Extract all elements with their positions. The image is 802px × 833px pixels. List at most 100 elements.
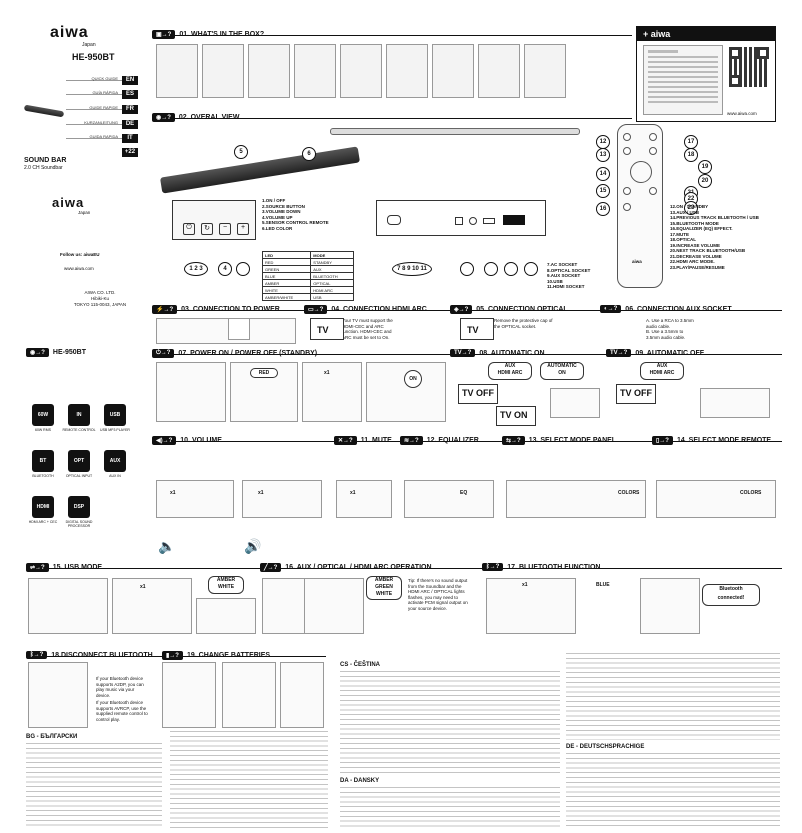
remote-item: 20.NEXT TRACK BLUETOOTH/USB: [670, 248, 746, 253]
aux-socket[interactable]: [469, 217, 477, 225]
ac-socket[interactable]: [387, 215, 401, 225]
press-count: x1: [522, 582, 528, 588]
rear-item: 7.AC SOCKET: [547, 262, 578, 267]
panel-icon: ⇆→?: [502, 435, 525, 445]
remote-callout: 13: [596, 148, 610, 162]
lang-tab-de[interactable]: DE: [122, 120, 138, 129]
auto-off-source: AUX HDMI ARC: [640, 362, 684, 380]
led-table-cell: RED: [261, 258, 312, 266]
soundbar-front: [330, 128, 580, 135]
usb-play: [196, 598, 256, 634]
remote-aux-button[interactable]: [623, 147, 631, 155]
disconnect-note-b: If your Bluetooth device supports AVRCP,…: [96, 700, 148, 722]
da-body: [340, 786, 560, 830]
optical-socket[interactable]: [455, 217, 463, 225]
eq-label: EQ: [460, 490, 468, 496]
select-panel-step: [506, 480, 646, 518]
remote-mute-button[interactable]: [649, 133, 657, 141]
section-16-header: ╱→?16. AUX / OPTICAL / HDMI ARC OPERATIO…: [260, 561, 432, 573]
remote-brand: aiwa: [632, 259, 642, 264]
remote-eq-button[interactable]: [623, 203, 631, 211]
model-tag: ◉→? HE-950BT: [26, 346, 86, 358]
aux-icon: ◐→?: [600, 305, 622, 313]
lang-tab-fr[interactable]: FR: [122, 105, 138, 114]
follow-url: www.aiwa.com: [64, 266, 94, 271]
section-18-header: ᛒ→?18.DISCONNECT BLUETOOTH: [26, 649, 153, 661]
tv-icon: TV: [460, 318, 494, 340]
source-button[interactable]: ↻: [201, 223, 213, 235]
callout-4b: [236, 262, 250, 276]
section-19-header: ▮→?19. CHANGE BATTERIES: [162, 649, 270, 661]
press-count: x1: [140, 584, 146, 590]
batteries-item: [248, 44, 290, 98]
blue-label: BLUE: [596, 582, 610, 588]
led-red-label: RED: [250, 368, 278, 378]
lang-tab-it[interactable]: IT: [122, 134, 138, 143]
disconnect-note-a: If your Bluetooth device supports A2DP, …: [96, 676, 144, 698]
bt-disconnect-step: [28, 662, 88, 728]
hdmi-socket[interactable]: [503, 215, 525, 225]
eq-step: [404, 480, 494, 518]
remote-callout: 16: [596, 202, 610, 216]
qr-code[interactable]: [729, 47, 769, 87]
box-icon: ▣→?: [152, 29, 176, 39]
template-item: [340, 44, 382, 98]
lang-tab-en[interactable]: EN: [122, 76, 138, 85]
section-05-header: ◈→?05. CONNECTION OPTICAL: [450, 303, 568, 315]
remote-item: 12.ON / STANDBY: [670, 204, 709, 209]
site-url[interactable]: www.aiwa.com: [727, 111, 757, 116]
led-table-cell: WHITE: [261, 286, 312, 294]
wall-bracket-item: [386, 44, 428, 98]
callout-6: 6: [302, 147, 316, 161]
manual-preview: [643, 45, 723, 115]
power-button[interactable]: ⏻: [183, 223, 195, 235]
bg-body: [26, 742, 162, 830]
feature-icon: HDMI: [32, 496, 54, 518]
led-table-cell: AMBER: [261, 279, 312, 287]
auto-on-soundbar: [550, 388, 600, 418]
remote-optical-button[interactable]: [649, 147, 657, 155]
address-line: Hibiki-Ku: [90, 296, 109, 301]
remote-power-button[interactable]: [623, 133, 631, 141]
speaker-loud-icon: 🔊: [244, 538, 262, 554]
lang-tab-more[interactable]: +22: [122, 148, 138, 157]
remote-hdmi-button[interactable]: [649, 187, 657, 195]
remote-icon: ▯→?: [652, 435, 673, 445]
remote-dpad[interactable]: [630, 161, 652, 183]
lang-label: GUIDE RAPIDE: [89, 105, 118, 110]
lang-label: GUIDA RAPIDA: [89, 134, 118, 139]
aux-note: A. Use a RCA to 3.5mm audio cable. B. Us…: [646, 318, 694, 340]
bt-disconnect-icon: ᛒ→?: [26, 651, 48, 659]
feature-icon: BT: [32, 450, 54, 472]
cs-title: CS - ČEŠTINA: [340, 662, 381, 668]
select-remote-step: [656, 480, 776, 518]
remote-callout: 14: [596, 167, 610, 181]
remote-item: 13.AUX / USB: [670, 209, 700, 215]
led-table-cell: AUX: [310, 265, 354, 273]
usb-socket[interactable]: [483, 218, 495, 224]
remote-bt-button[interactable]: [623, 187, 631, 195]
callout-5: 5: [234, 145, 248, 159]
remote-item: 15.BLUETOOTH MODE: [670, 220, 719, 226]
speaker-icon: 🔈: [158, 538, 176, 554]
panel-item: 6.LED COLOR: [262, 225, 293, 231]
product-name: SOUND BAR: [24, 157, 67, 164]
volume-down-button[interactable]: −: [219, 223, 231, 235]
lang-tab-es[interactable]: ES: [122, 90, 138, 99]
panel-item: 4.VOLUME UP: [262, 214, 293, 220]
hdmi-note: Your TV must support the HDMI-CEC and AR…: [342, 318, 393, 340]
callout-4: 4: [218, 262, 232, 276]
volume-up-button[interactable]: +: [237, 223, 249, 235]
follow-text: Follow us: aiwaEU: [60, 252, 100, 257]
manual-item: [524, 44, 566, 98]
hdmi-icon: ▭→?: [304, 304, 328, 314]
product-subtitle: 2.0 CH Soundbar: [24, 165, 63, 171]
section-06-header: ◐→?06. CONNECTION AUX SOCKET: [600, 303, 732, 315]
volume-icon: ◀)→?: [152, 435, 177, 445]
bt-press: [486, 578, 576, 634]
power-cable-item: [432, 44, 474, 98]
led-table-cell: STANDBY: [310, 258, 354, 266]
led-table-header: LED: [261, 251, 312, 259]
